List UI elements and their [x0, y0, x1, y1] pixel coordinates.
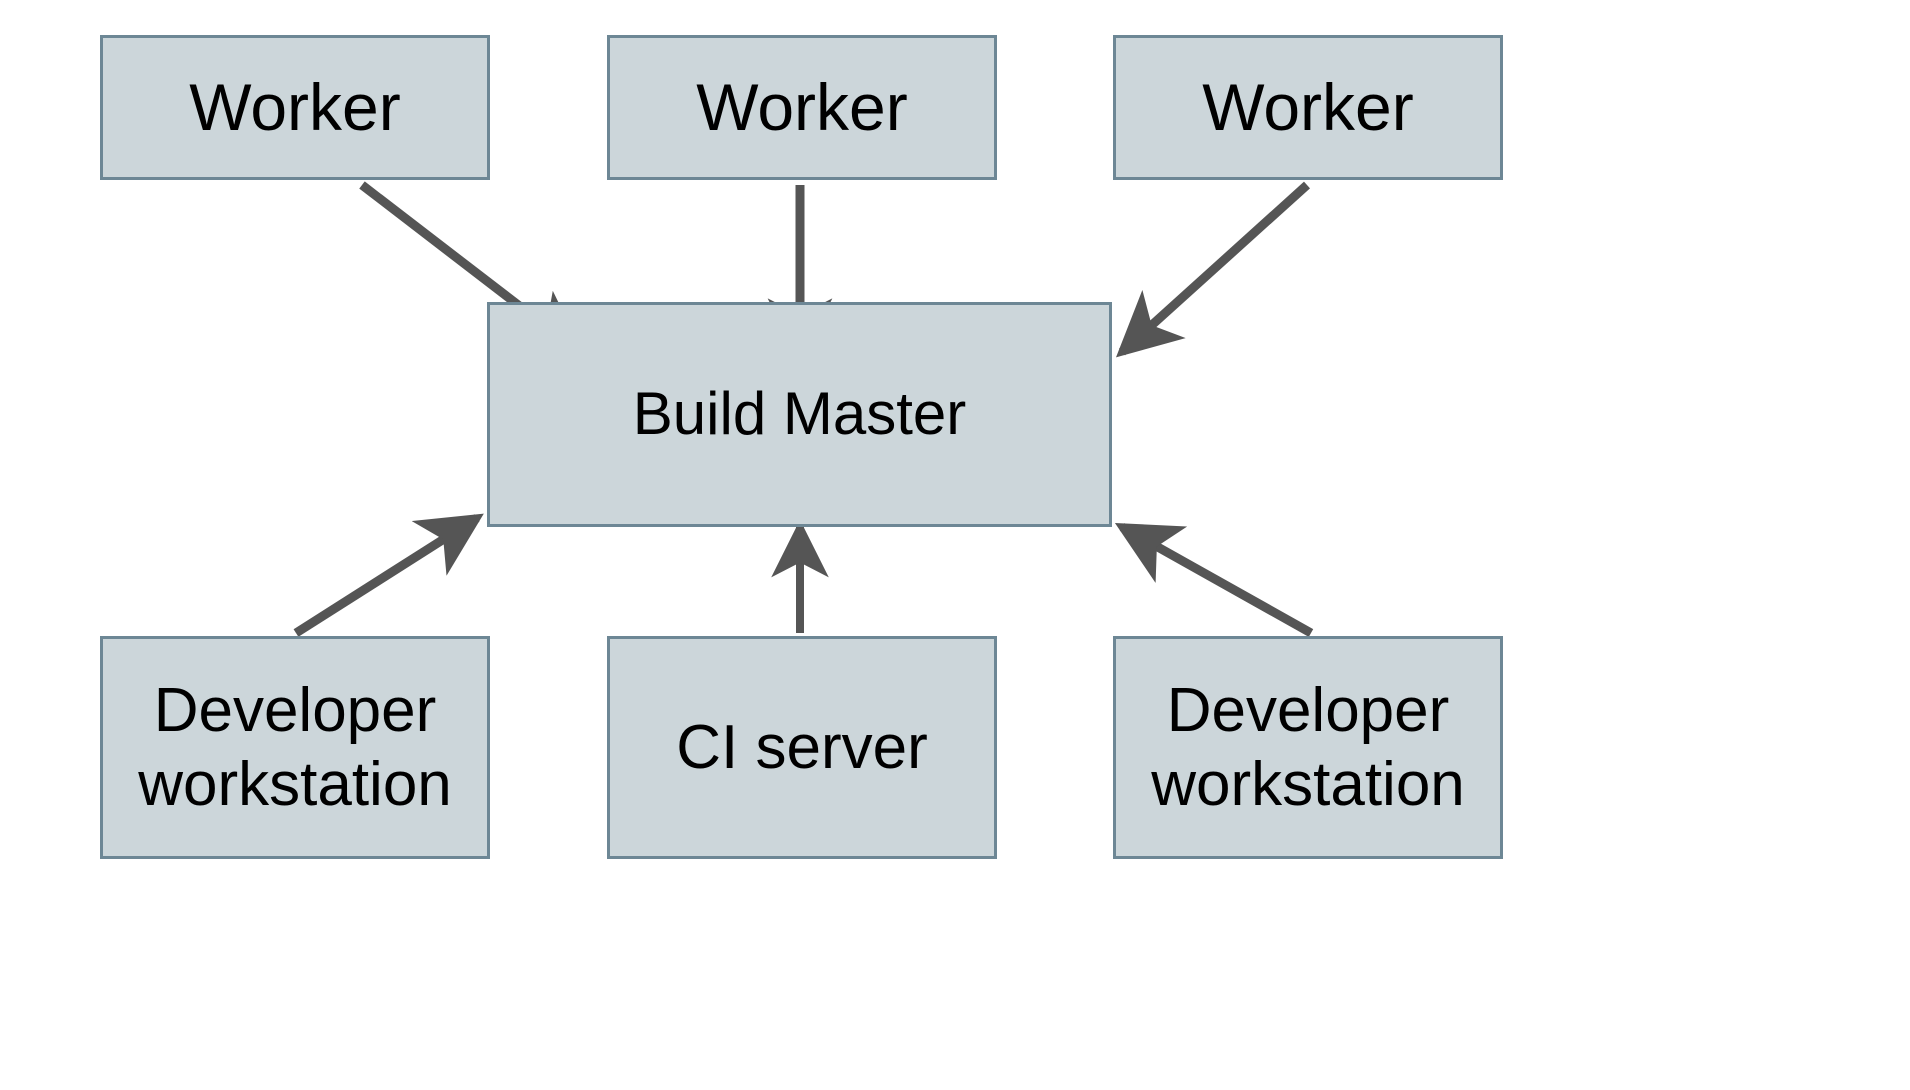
edge-dev-right-to-build-master: [1114, 523, 1314, 637]
node-worker-1-label: Worker: [189, 69, 401, 144]
node-ci-server-label: CI server: [676, 712, 928, 782]
node-developer-workstation-right[interactable]: Developer workstation: [1113, 636, 1503, 859]
node-worker-2[interactable]: Worker: [607, 35, 997, 180]
node-developer-workstation-left[interactable]: Developer workstation: [100, 636, 490, 859]
node-developer-workstation-right-label: Developer workstation: [1151, 676, 1465, 819]
node-worker-3-label: Worker: [1202, 69, 1414, 144]
node-build-master[interactable]: Build Master: [487, 302, 1112, 527]
node-worker-2-label: Worker: [696, 69, 908, 144]
node-worker-1[interactable]: Worker: [100, 35, 490, 180]
node-build-master-label: Build Master: [632, 380, 967, 448]
edge-worker-3-to-build-master: [1115, 181, 1311, 358]
node-developer-workstation-left-label: Developer workstation: [138, 676, 452, 819]
edge-dev-left-to-build-master: [293, 513, 484, 637]
node-worker-3[interactable]: Worker: [1113, 35, 1503, 180]
node-ci-server[interactable]: CI server: [607, 636, 997, 859]
